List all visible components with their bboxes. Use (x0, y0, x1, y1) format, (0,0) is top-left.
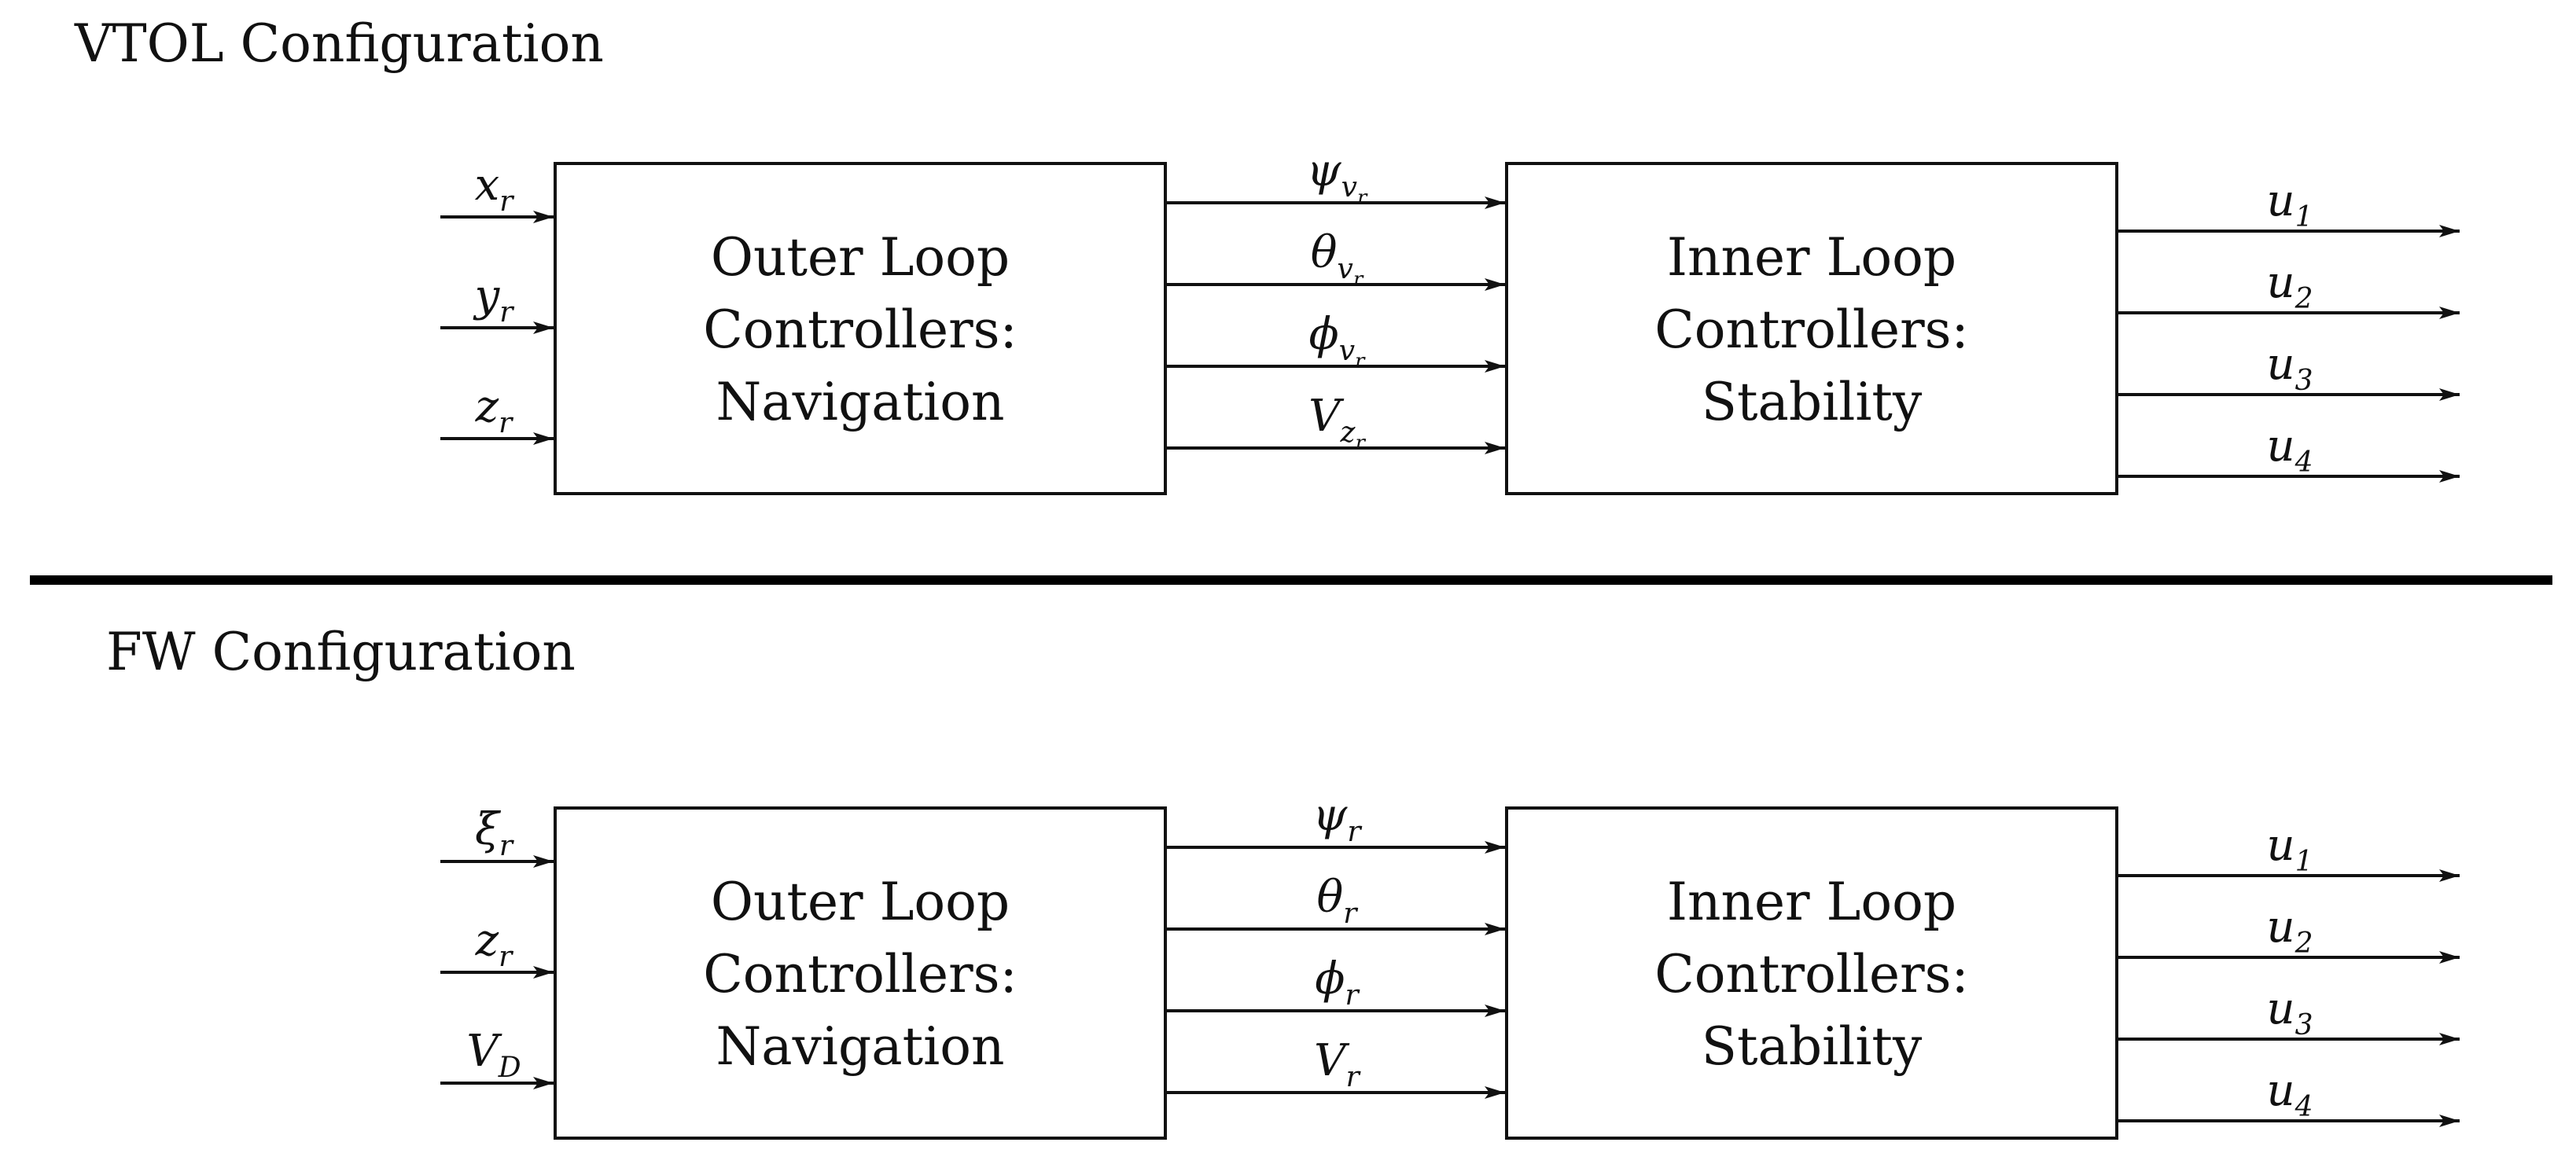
outer-loop-controller-block (554, 162, 1167, 495)
input-signal-label: ξr (475, 804, 514, 862)
inner-box-label-line: Stability (1702, 1016, 1923, 1077)
outer-box-label-line: Controllers: (703, 944, 1017, 1005)
input-signal-label: VD (466, 1026, 521, 1084)
section-title: FW Configuration (106, 622, 576, 682)
input-signal-label: zr (475, 915, 514, 973)
control-output-label: u1 (2267, 820, 2313, 878)
inner-box-label-line: Inner Loop (1667, 872, 1956, 932)
outer-box-label-line: Outer Loop (711, 872, 1010, 932)
section-title: VTOL Configuration (74, 13, 604, 74)
reference-signal-label: ϕr (1315, 953, 1360, 1012)
outer-box-label-line: Outer Loop (711, 227, 1010, 288)
inner-loop-controller-block (1505, 162, 2118, 495)
outer-box-label-line: Navigation (716, 1016, 1005, 1077)
control-output-label: u2 (2267, 257, 2313, 315)
control-output-label: u2 (2267, 902, 2313, 960)
reference-signal-label: ψvr (1307, 145, 1368, 210)
control-output-label: u3 (2267, 983, 2313, 1041)
control-output-label: u4 (2267, 1065, 2313, 1123)
reference-signal-label: ψr (1312, 790, 1362, 848)
inner-box-label-line: Stability (1702, 372, 1923, 432)
reference-signal-label: Vzr (1308, 391, 1366, 455)
input-signal-label: yr (473, 270, 515, 329)
outer-box-label-line: Controllers: (703, 299, 1017, 360)
outer-box-label-line: Navigation (716, 372, 1005, 432)
control-output-label: u1 (2267, 175, 2313, 233)
input-signal-label: zr (475, 381, 514, 439)
reference-signal-label: θvr (1311, 227, 1364, 292)
control-output-label: u3 (2267, 339, 2313, 397)
reference-signal-label: ϕvr (1309, 309, 1367, 373)
inner-box-label-line: Controllers: (1654, 944, 1968, 1005)
inner-box-label-line: Inner Loop (1667, 227, 1956, 288)
input-signal-label: xr (475, 160, 515, 218)
inner-box-label-line: Controllers: (1654, 299, 1968, 360)
reference-signal-label: Vr (1314, 1035, 1360, 1093)
reference-signal-label: θr (1317, 872, 1359, 930)
outer-loop-controller-block (554, 806, 1167, 1140)
inner-loop-controller-block (1505, 806, 2118, 1140)
control-output-label: u4 (2267, 421, 2313, 479)
